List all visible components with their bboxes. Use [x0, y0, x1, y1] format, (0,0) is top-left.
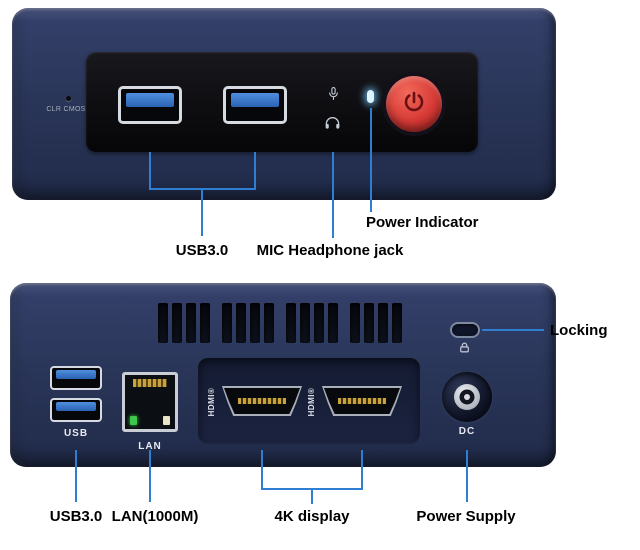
hdmi-port-2 [322, 386, 402, 416]
lock-icon [457, 340, 471, 354]
vent-group [286, 303, 338, 343]
vent-group [222, 303, 274, 343]
usb3-port-back-1 [50, 366, 102, 390]
callout-line [370, 108, 372, 212]
callout-line [254, 152, 256, 188]
usb-tongue [55, 402, 97, 412]
callout-line [332, 152, 334, 238]
power-indicator-led [367, 90, 374, 103]
vent-slot [328, 303, 338, 343]
lan-port-caption: LAN [138, 441, 162, 452]
hdmi-port-caption-1: HDMI® [207, 387, 216, 417]
usb3-label-back: USB3.0 [49, 508, 103, 525]
lan-port [122, 372, 178, 432]
usb-tongue [125, 92, 175, 107]
vent-slot [250, 303, 260, 343]
power-button [386, 76, 442, 132]
hdmi-recess: HDMI® HDMI® [198, 358, 420, 444]
mini-pc-front-view: CLR CMOS [12, 8, 556, 200]
vent-slot [222, 303, 232, 343]
usb3-port-front-2 [223, 86, 287, 124]
power-supply-label: Power Supply [416, 508, 516, 525]
mic-icon [326, 85, 340, 101]
callout-line [75, 450, 77, 502]
usb3-port-back-2 [50, 398, 102, 422]
lan-led-amber [163, 416, 170, 425]
clr-cmos-label: CLR CMOS [46, 106, 86, 113]
vent-slot [300, 303, 310, 343]
vent-slot [286, 303, 296, 343]
vent-group [158, 303, 210, 343]
callout-line [466, 450, 468, 502]
vent-slot [264, 303, 274, 343]
front-panel [86, 52, 478, 152]
vent-slot [314, 303, 324, 343]
display-label: 4K display [274, 508, 350, 525]
kensington-lock-slot [450, 322, 480, 338]
headphone-icon [323, 114, 341, 130]
vent-slot [364, 303, 374, 343]
vent-slot [172, 303, 182, 343]
usb-tongue [55, 370, 97, 380]
vent-slot [350, 303, 360, 343]
hdmi-port-1 [222, 386, 302, 416]
callout-line [201, 188, 203, 236]
dc-power-jack [442, 372, 492, 422]
usb3-port-front-1 [118, 86, 182, 124]
vent-group [350, 303, 402, 343]
callout-line [261, 450, 263, 488]
mini-pc-back-view: USB LAN HDMI® HDMI® DC [10, 283, 556, 467]
hdmi-contacts [338, 398, 386, 404]
mic-headphone-label: MIC Headphone jack [256, 242, 404, 259]
locking-label: Locking [550, 322, 608, 339]
dc-port-caption: DC [458, 426, 476, 437]
callout-line [149, 450, 151, 502]
power-indicator-label: Power Indicator [366, 214, 479, 231]
usb3-label-front: USB3.0 [175, 242, 229, 259]
power-icon [402, 90, 426, 119]
lan-led-green [130, 416, 137, 425]
vent-grille [158, 303, 402, 343]
lan-label: LAN(1000M) [111, 508, 199, 525]
hdmi-contacts [238, 398, 286, 404]
hdmi-port-caption-2: HDMI® [307, 387, 316, 417]
clr-cmos-pinhole [66, 96, 71, 101]
usb-port-caption: USB [63, 428, 89, 439]
vent-slot [236, 303, 246, 343]
vent-slot [158, 303, 168, 343]
dc-pin [464, 394, 470, 400]
lan-pins [133, 379, 167, 387]
callout-line [149, 152, 151, 188]
callout-line [311, 488, 313, 504]
vent-slot [378, 303, 388, 343]
callout-line [361, 450, 363, 488]
vent-slot [392, 303, 402, 343]
vent-slot [200, 303, 210, 343]
callout-line [482, 329, 544, 331]
vent-slot [186, 303, 196, 343]
usb-tongue [230, 92, 280, 107]
